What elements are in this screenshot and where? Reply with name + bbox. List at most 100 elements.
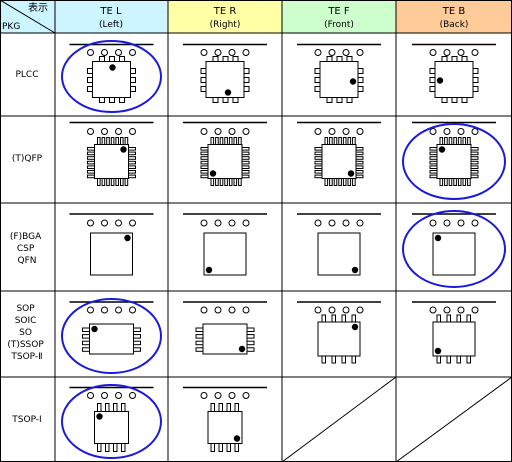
package-pin: [243, 68, 250, 74]
pin1-marker: [351, 266, 359, 274]
package-pin: [466, 355, 471, 364]
row-label-line: QFN: [18, 256, 37, 266]
sprocket-hole: [101, 392, 108, 399]
package-pin: [439, 137, 444, 145]
sprocket-hole: [101, 219, 108, 227]
package-pin: [82, 340, 90, 346]
package-pin: [200, 160, 209, 165]
package-drawing-r3-c0: [69, 301, 154, 355]
sprocket-hole: [214, 49, 222, 56]
corner-diagonal: [0, 0, 56, 34]
package-pin: [215, 137, 219, 145]
sprocket-hole: [214, 306, 222, 314]
sprocket-hole: [443, 49, 451, 56]
package-pin: [210, 178, 215, 186]
sprocket-hole: [87, 49, 94, 56]
package-pin: [324, 178, 329, 186]
row-label-line: SOP: [16, 304, 35, 314]
package-pin: [195, 340, 204, 346]
package-pin: [336, 97, 343, 103]
row-label-tsop1: TSOP-Ⅰ: [11, 415, 41, 425]
package-pin: [462, 178, 467, 186]
sprocket-hole: [314, 128, 322, 135]
highlight-ellipse: [402, 123, 506, 200]
package-pin: [457, 137, 462, 145]
sprocket-hole: [471, 219, 479, 227]
package-pin: [333, 178, 338, 186]
row-label-line: (T)SSOP: [7, 340, 44, 350]
package-pin: [200, 165, 209, 169]
package-pin: [128, 170, 136, 174]
package-drawing-r3-c1: [183, 301, 267, 355]
package-pin: [200, 170, 209, 174]
sprocket-hole: [87, 219, 94, 227]
package-pin: [429, 156, 438, 160]
package-pin: [87, 160, 95, 165]
package-pin: [326, 97, 333, 103]
row-label-line: CSP: [17, 244, 35, 254]
pin1-marker: [205, 266, 213, 274]
package-pin: [200, 151, 209, 156]
sprocket-hole: [200, 392, 208, 399]
package-drawing-r0-c1: [183, 43, 267, 103]
package-pin: [210, 137, 215, 145]
sprocket-hole: [87, 128, 94, 135]
package-pin: [347, 178, 352, 186]
package-pin: [119, 97, 125, 103]
corner-bottom-label: PKG: [2, 22, 20, 32]
package-pin: [453, 178, 457, 186]
pin1-marker: [349, 78, 357, 85]
sprocket-hole: [471, 306, 479, 314]
package-pin: [195, 347, 204, 352]
package-pin: [113, 443, 118, 452]
package-pin: [241, 151, 250, 156]
package-pin: [243, 77, 250, 83]
package-pin: [218, 403, 223, 412]
sprocket-hole: [328, 306, 336, 314]
sprocket-hole: [471, 49, 479, 56]
sprocket-hole: [200, 306, 208, 314]
sprocket-hole: [242, 219, 250, 227]
package-pin: [341, 355, 346, 364]
sprocket-hole: [328, 219, 336, 227]
sprocket-hole: [129, 392, 136, 399]
package-pin: [314, 174, 323, 179]
sprocket-hole: [115, 392, 122, 399]
package-pin: [451, 56, 458, 62]
package-pin: [232, 97, 239, 103]
header-code-col-1: TE R: [213, 6, 237, 17]
package-pin: [87, 156, 95, 160]
sprocket-hole: [228, 128, 236, 135]
sprocket-hole: [314, 306, 322, 314]
sprocket-hole: [129, 49, 136, 56]
package-body: [432, 232, 476, 276]
package-pin: [119, 56, 125, 62]
sprocket-hole: [200, 219, 208, 227]
sprocket-hole: [200, 128, 208, 135]
package-pin: [105, 443, 110, 452]
highlight-ellipse: [61, 384, 162, 459]
sprocket-hole: [429, 306, 437, 314]
pin1-marker: [96, 413, 103, 420]
package-pin: [314, 68, 321, 74]
package-pin: [233, 137, 238, 145]
package-pin: [130, 68, 136, 74]
package-pin: [226, 403, 231, 412]
row-label-line: (T)QFP: [12, 154, 43, 164]
package-pin: [218, 443, 223, 452]
package-pin: [200, 147, 209, 151]
header-bg-col-1: [168, 0, 282, 33]
package-pin: [352, 178, 356, 186]
package-pin: [453, 137, 457, 145]
package-pin: [241, 174, 250, 179]
package-pin: [200, 68, 207, 74]
package-pin: [357, 86, 364, 92]
package-pin: [355, 147, 364, 151]
sprocket-hole: [129, 219, 136, 227]
package-pin: [222, 56, 229, 62]
pin1-marker: [120, 146, 127, 153]
package-pin: [429, 170, 438, 174]
package-pin: [446, 314, 451, 323]
package-pin: [439, 178, 444, 186]
